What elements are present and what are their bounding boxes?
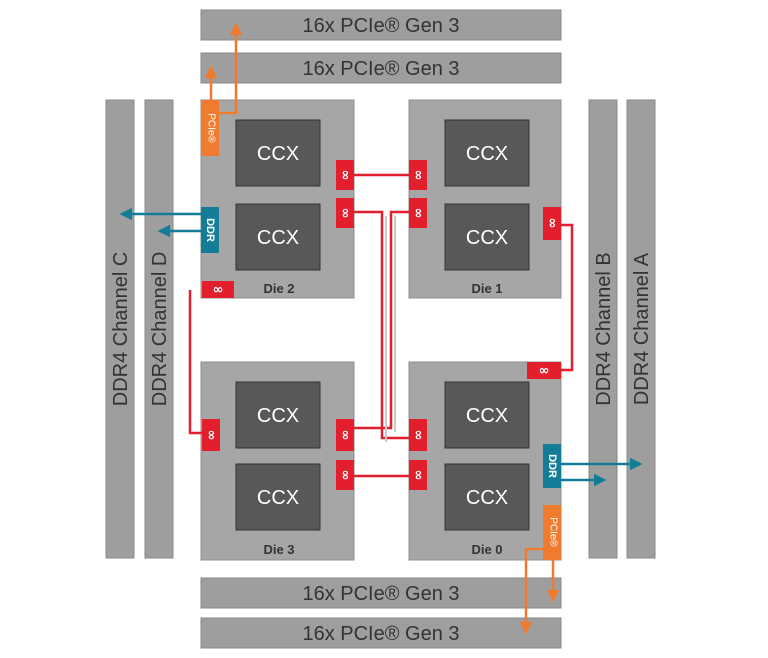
inf-port-die0-left-bottom: ∞ xyxy=(409,460,427,490)
svg-text:CCX: CCX xyxy=(466,143,508,165)
inf-port-die0-top: ∞ xyxy=(527,362,561,379)
pcie-bar-bottom-2-label: 16x PCIe® Gen 3 xyxy=(302,623,459,645)
pcie-arrows-top xyxy=(204,22,243,115)
pcie-port-die2-label: PCIe® xyxy=(206,113,217,143)
die-1-ccx-top xyxy=(444,119,530,187)
inf-port-die2-right-top: ∞ xyxy=(336,160,354,190)
inf-port-die3-right-bottom: ∞ xyxy=(336,460,354,490)
ddr-port-die2-label: DDR xyxy=(204,218,216,242)
svg-text:∞: ∞ xyxy=(539,364,550,379)
die-3-ccx-top xyxy=(235,381,321,449)
ddr-channel-c-bar: DDR4 Channel C xyxy=(105,99,135,559)
svg-text:∞: ∞ xyxy=(338,430,353,441)
pcie-bar-bottom-1-label: 16x PCIe® Gen 3 xyxy=(302,583,459,605)
pcie-arrows-bottom xyxy=(519,547,560,635)
pcie-bar-top-1: 16x PCIe® Gen 3 xyxy=(200,9,562,41)
svg-text:∞: ∞ xyxy=(411,430,426,441)
svg-text:∞: ∞ xyxy=(545,218,560,229)
inf-port-die1-right: ∞ xyxy=(543,207,561,240)
die-0-ccx-top xyxy=(444,381,530,449)
link-die2-die3-left xyxy=(188,290,203,435)
link-die1-die0-right xyxy=(561,223,574,372)
link-die2-die0-diag-a xyxy=(353,210,409,440)
die-2: CCX CCX Die 2 xyxy=(200,99,355,299)
svg-text:CCX: CCX xyxy=(466,487,508,509)
pcie-bar-top-2: 16x PCIe® Gen 3 xyxy=(200,52,562,84)
pcie-port-die0-label: PCIe® xyxy=(548,517,559,547)
ddr-channel-a-label: DDR4 Channel A xyxy=(631,252,653,405)
link-shadows xyxy=(385,216,396,442)
ddr-channel-b-bar: DDR4 Channel B xyxy=(588,99,618,559)
svg-text:∞: ∞ xyxy=(411,170,426,181)
pcie-port-die2: PCIe® xyxy=(201,100,219,156)
svg-text:∞: ∞ xyxy=(338,470,353,481)
svg-text:CCX: CCX xyxy=(257,405,299,427)
inf-port-die1-left-bottom: ∞ xyxy=(409,198,427,228)
ddr-port-die2: DDR xyxy=(201,207,219,253)
pcie-bar-top-2-label: 16x PCIe® Gen 3 xyxy=(302,58,459,80)
inf-port-die2-right-bottom: ∞ xyxy=(336,198,354,228)
die-2-label: Die 2 xyxy=(263,281,294,296)
svg-text:∞: ∞ xyxy=(411,470,426,481)
pcie-bar-top-1-label: 16x PCIe® Gen 3 xyxy=(302,15,459,37)
link-die1-die3-diag-b xyxy=(353,210,409,430)
inf-port-die3-right-top: ∞ xyxy=(336,419,354,451)
svg-text:∞: ∞ xyxy=(204,430,219,441)
die-2-ccx-top xyxy=(235,119,321,187)
pcie-bar-bottom-2: 16x PCIe® Gen 3 xyxy=(200,617,562,649)
die-2-ccx-bottom xyxy=(235,203,321,271)
svg-text:CCX: CCX xyxy=(466,227,508,249)
inf-port-die0-left-top: ∞ xyxy=(409,419,427,451)
die-3-label: Die 3 xyxy=(263,542,294,557)
pcie-port-die0: PCIe® xyxy=(543,505,561,560)
svg-text:∞: ∞ xyxy=(338,170,353,181)
die-1-ccx-bottom xyxy=(444,203,530,271)
ddr-channel-c-label: DDR4 Channel C xyxy=(110,252,132,407)
ddr-channel-b-label: DDR4 Channel B xyxy=(593,252,615,405)
die-1-label: Die 1 xyxy=(471,281,502,296)
die-1: CCX CCX Die 1 xyxy=(408,99,562,299)
die-0: CCX CCX Die 0 xyxy=(408,361,562,561)
inf-port-die1-left-top: ∞ xyxy=(409,160,427,190)
die-3: CCX CCX Die 3 xyxy=(200,361,355,561)
ddr-port-die0-label: DDR xyxy=(546,454,558,478)
ddr-channel-a-bar: DDR4 Channel A xyxy=(626,99,656,559)
infinity-fabric-links xyxy=(188,173,574,478)
svg-text:∞: ∞ xyxy=(213,283,224,298)
svg-text:CCX: CCX xyxy=(257,227,299,249)
inf-port-die3-left: ∞ xyxy=(202,419,220,451)
svg-text:CCX: CCX xyxy=(257,487,299,509)
ddr-channel-d-bar: DDR4 Channel D xyxy=(144,99,174,559)
ddr-port-die0: DDR xyxy=(543,444,561,488)
ddr-arrows-right xyxy=(561,457,643,487)
inf-port-die2-bottom: ∞ xyxy=(202,281,234,298)
die-3-ccx-bottom xyxy=(235,463,321,531)
svg-text:∞: ∞ xyxy=(338,208,353,219)
pcie-bar-bottom-1: 16x PCIe® Gen 3 xyxy=(200,577,562,609)
svg-text:CCX: CCX xyxy=(466,405,508,427)
die-0-ccx-bottom xyxy=(444,463,530,531)
ddr-arrows-left xyxy=(119,207,201,238)
ddr-channel-d-label: DDR4 Channel D xyxy=(149,252,171,407)
infinity-ports: ∞ ∞ ∞ ∞ ∞ ∞ ∞ ∞ xyxy=(202,160,561,490)
svg-text:∞: ∞ xyxy=(411,208,426,219)
svg-text:CCX: CCX xyxy=(257,143,299,165)
die-0-label: Die 0 xyxy=(471,542,502,557)
